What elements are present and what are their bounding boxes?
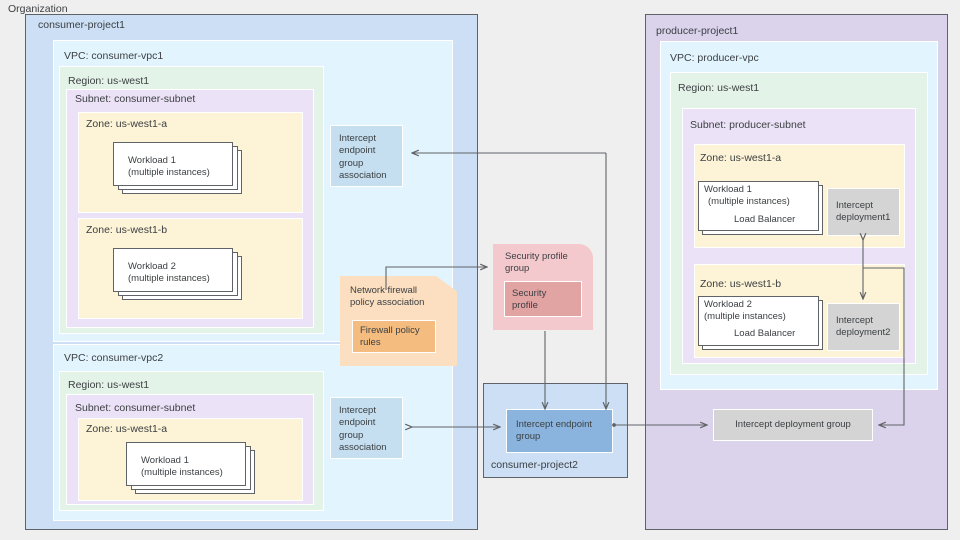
intercept-deployment1-label: Intercept deployment1 [836,199,891,223]
workload-sublabel: (multiple instances) [128,273,210,284]
workload-label: Workload 1 [141,455,189,466]
consumer-vpc1-zone-b-title: Zone: us-west1-b [86,224,168,236]
consumer-project1-title: consumer-project1 [38,19,125,31]
producer-region-title: Region: us-west1 [678,82,760,94]
consumer-vpc1-region-title: Region: us-west1 [68,75,150,87]
security-profile-group-label: Security profile group [505,251,568,275]
organization-label: Organization [8,3,68,15]
workload-card-front [698,296,819,346]
intercept-deployment2-label: Intercept deployment2 [836,314,891,338]
ieg-assoc-bottom-label: Intercept endpoint group association [339,405,387,454]
firewall-policy-rules-box[interactable] [352,320,436,353]
consumer-vpc2-zone-a-title: Zone: us-west1-a [86,423,168,435]
producer-vpc-title: VPC: producer-vpc [670,52,759,64]
workload-card-front [113,142,233,186]
workload-label: Workload 1 [128,155,176,166]
workload-card-front [698,181,819,231]
intercept-endpoint-group-association-bottom[interactable]: Intercept endpoint group association [330,397,403,459]
workload-sublabel: (multiple instances) [708,196,790,207]
security-profile-box[interactable] [504,281,582,317]
workload-sublabel: (multiple instances) [704,311,786,322]
producer-zone-b-title: Zone: us-west1-b [700,278,782,290]
intercept-deployment-group-label: Intercept deployment group [735,418,851,430]
workload-card-front [126,442,246,486]
workload-label: Workload 2 [704,299,752,310]
producer-project1-title: producer-project1 [656,25,739,37]
consumer-vpc2-title: VPC: consumer-vpc2 [64,352,164,364]
producer-subnet-title: Subnet: producer-subnet [690,119,806,131]
consumer-project2-title: consumer-project2 [491,459,578,471]
network-firewall-policy-association-label: Network firewall policy association [350,285,425,309]
consumer-vpc1-subnet-title: Subnet: consumer-subnet [75,93,196,105]
workload-sublabel: (multiple instances) [141,467,223,478]
firewall-policy-rules-label: Firewall policy rules [360,325,420,349]
consumer-vpc1-zone-a-title: Zone: us-west1-a [86,118,168,130]
intercept-deployment2[interactable]: Intercept deployment2 [827,303,900,351]
intercept-endpoint-group[interactable]: Intercept endpoint group [506,409,613,453]
workload-label: Workload 1 [704,184,752,195]
consumer-vpc2-subnet-title: Subnet: consumer-subnet [75,402,196,414]
edge-firewall-to-spg [385,267,487,290]
workload-card-front [113,248,233,292]
workload-label: Workload 2 [128,261,176,272]
intercept-endpoint-group-label: Intercept endpoint group [516,418,593,442]
producer-zone-a-title: Zone: us-west1-a [700,152,782,164]
security-profile-label: Security profile [512,288,547,312]
consumer-vpc2-region-title: Region: us-west1 [68,379,150,391]
load-balancer-label: Load Balancer [734,214,796,225]
edge-deployments-to-deployment-group [863,267,905,425]
intercept-deployment-group[interactable]: Intercept deployment group [713,409,873,441]
workload-sublabel: (multiple instances) [128,167,210,178]
ieg-assoc-top-label: Intercept endpoint group association [339,133,387,182]
consumer-vpc1-title: VPC: consumer-vpc1 [64,50,164,62]
load-balancer-label: Load Balancer [734,328,796,339]
intercept-endpoint-group-association-top[interactable]: Intercept endpoint group association [330,125,403,187]
